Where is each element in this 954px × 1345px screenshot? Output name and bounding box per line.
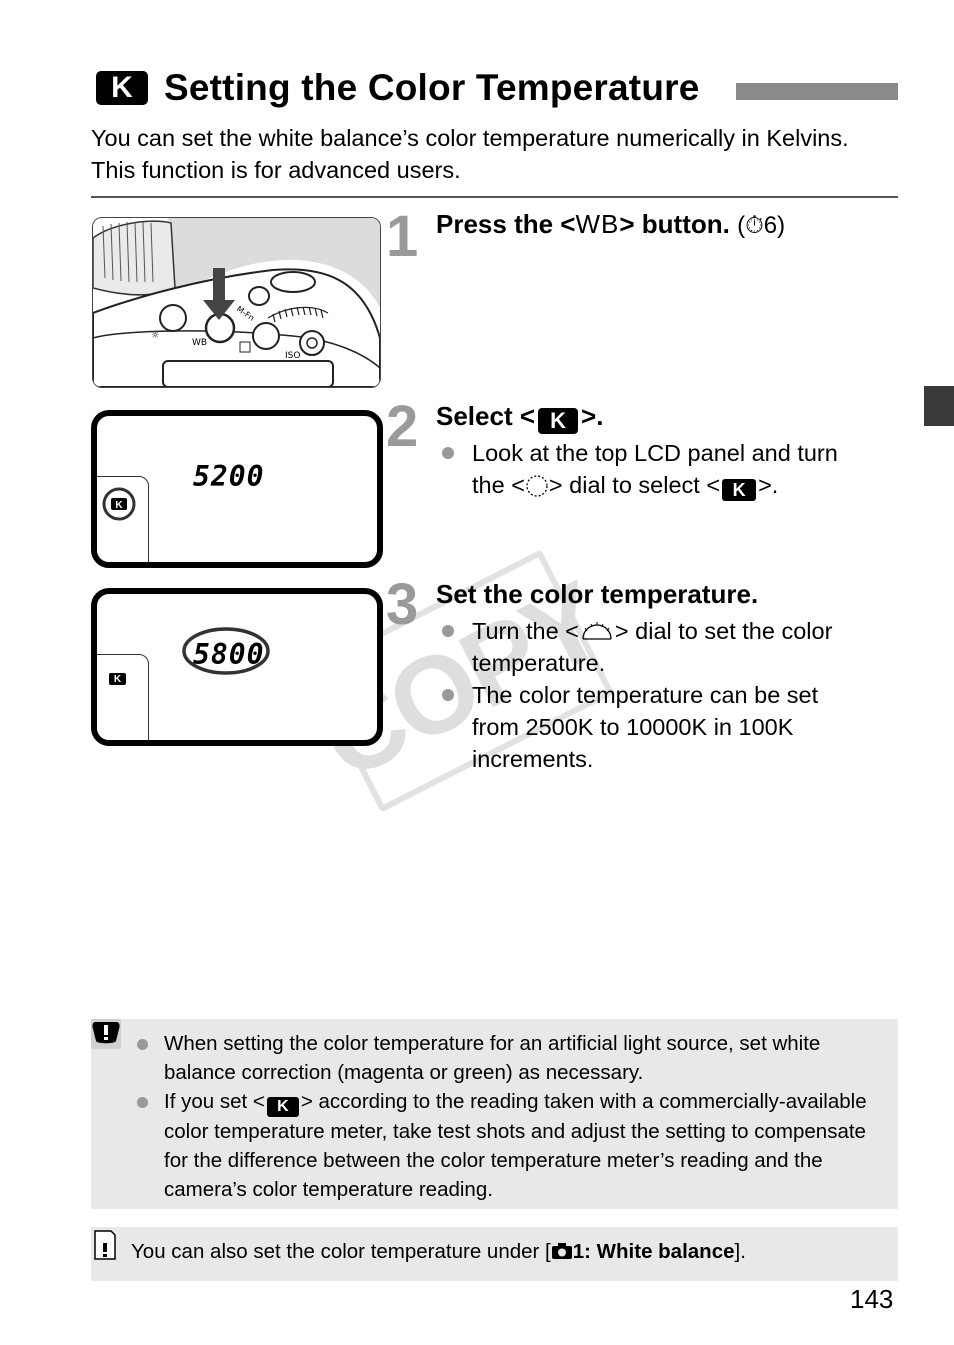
lcd-kelvin-indicator: K	[102, 487, 136, 521]
title-decoration-bar	[736, 83, 898, 100]
step-2-number: 2	[386, 394, 419, 459]
page-number: 143	[850, 1284, 894, 1314]
lcd-kelvin-indicator: K	[109, 673, 126, 685]
memo-icon	[94, 1230, 116, 1260]
lcd-temperature-value: 5200	[193, 460, 265, 493]
lcd-temperature-value: 5800	[193, 638, 265, 671]
wb-button-key: WB	[575, 209, 620, 239]
step-3-bullets: Turn the <> dial to set the color temper…	[436, 615, 856, 775]
memo-text: You can also set the color temperature u…	[131, 1240, 746, 1263]
iso-label: ISO	[285, 351, 300, 361]
camera-top-illustration: ☼ WB ISO M-Fn	[92, 217, 381, 388]
wb-label: WB	[192, 338, 207, 348]
step-3-bullet: Turn the <> dial to set the color temper…	[436, 615, 856, 679]
quick-control-dial-icon	[526, 475, 548, 497]
camera-top-drawing: ☼ WB ISO M-Fn	[93, 218, 380, 387]
page-title: Setting the Color Temperature	[164, 67, 700, 108]
step-2-title: Select <K>.	[436, 401, 604, 434]
svg-text:☼: ☼	[151, 331, 159, 341]
header-divider	[91, 196, 898, 198]
step-1-title: Press the <WB> button. (⏱6)	[436, 209, 786, 239]
step-3-number: 3	[386, 572, 419, 637]
step-2-bullets: Look at the top LCD panel and turn the <…	[436, 437, 856, 501]
kelvin-badge-icon: K	[722, 479, 757, 501]
step-3-title: Set the color temperature.	[436, 579, 759, 609]
kelvin-badge-icon: K	[96, 71, 148, 105]
chapter-tab	[924, 386, 954, 426]
lcd-value-highlight	[182, 627, 270, 675]
caution-icon	[91, 1019, 121, 1049]
camera-icon	[551, 1243, 572, 1259]
lcd-panel-tab	[97, 654, 149, 740]
step-2-bullet: Look at the top LCD panel and turn the <…	[436, 437, 856, 501]
lcd-panel-5200: K 5200	[91, 410, 383, 568]
caution-item: If you set <K> according to the reading …	[137, 1087, 884, 1204]
caution-note: When setting the color temperature for a…	[91, 1019, 898, 1209]
step-1-number: 1	[386, 204, 419, 269]
step-3-bullet: The color temperature can be set from 25…	[436, 679, 856, 775]
page-reference: (⏱6)	[737, 212, 786, 239]
kelvin-badge-icon: K	[266, 1096, 299, 1117]
kelvin-badge-icon: K	[538, 408, 579, 434]
press-arrow	[203, 268, 235, 320]
main-dial-icon	[582, 622, 612, 640]
intro-paragraph: You can set the white balance’s color te…	[91, 125, 849, 183]
page-header: K Setting the Color Temperature	[96, 66, 700, 110]
lcd-panel-5800: K 5800	[91, 588, 383, 746]
caution-item: When setting the color temperature for a…	[137, 1029, 884, 1087]
svg-text:K: K	[115, 500, 123, 511]
memo-note: You can also set the color temperature u…	[91, 1227, 898, 1281]
